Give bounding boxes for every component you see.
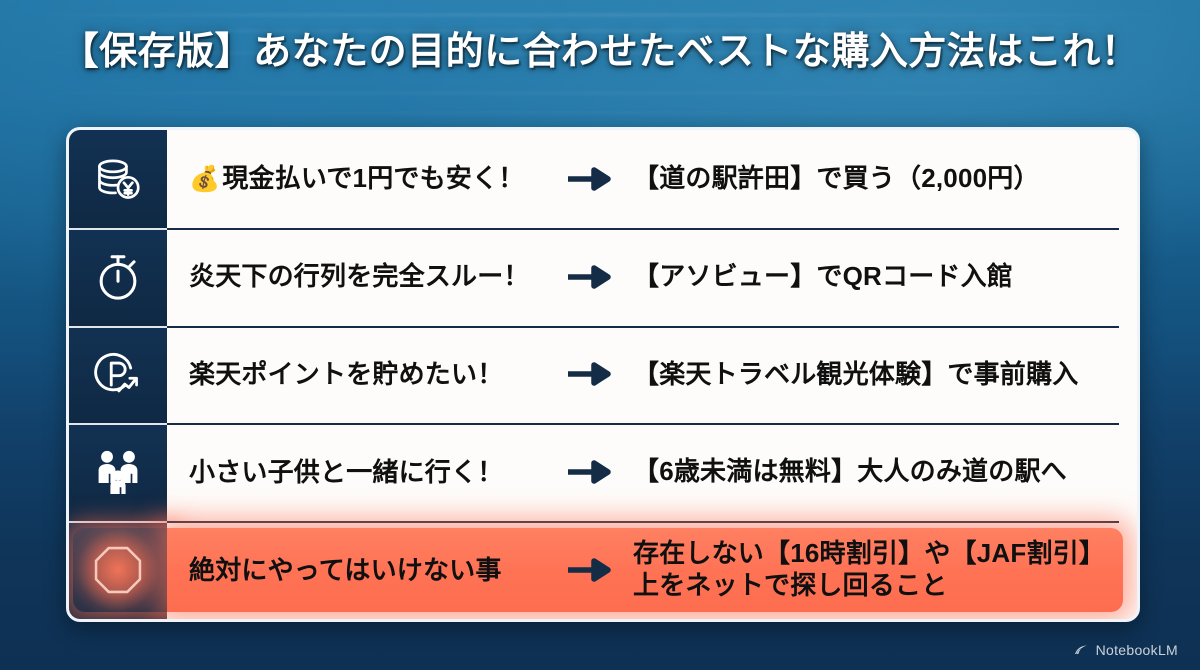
row-icon-cell: [69, 325, 167, 424]
row-goal-text: 小さい子供と一緒に行く！: [189, 457, 504, 488]
row-goal-text: 絶対にやってはいけない事: [189, 554, 502, 585]
row-answer-text: 【6歳未満は無料】大人のみ道の駅へ: [633, 456, 1067, 487]
table-row: 楽天ポイントを貯めたい！ 【楽天トラベル観光体験】で事前購入: [69, 325, 1137, 424]
page-title: 【保存版】あなたの目的に合わせたベストな購入方法はこれ！: [60, 31, 1140, 73]
row-answer-text: 【楽天トラベル観光体験】で事前購入: [633, 358, 1079, 389]
row-arrow: [547, 264, 633, 290]
row-icon-cell: [69, 521, 171, 619]
table-row: 💰現金払いで1円でも安く！ 【道の駅許田】で買う（2,000円）: [69, 130, 1137, 228]
row-answer-text: 存在しない【16時割引】や【JAF割引】上をネットで探し回ること: [633, 538, 1106, 601]
row-arrow: [547, 557, 633, 583]
row-answer-text: 【アソビュー】でQRコード入館: [633, 260, 1014, 291]
table-row: 小さい子供と一緒に行く！ 【6歳未満は無料】大人のみ道の駅へ: [69, 423, 1137, 522]
row-arrow: [547, 459, 633, 485]
row-icon-cell: [69, 227, 167, 326]
row-goal-text: 楽天ポイントを貯めたい！: [189, 359, 504, 390]
table-row-warning: 絶対にやってはいけない事 存在しない【16時割引】や【JAF割引】上をネットで探…: [69, 521, 1137, 619]
watermark-label: NotebookLM: [1095, 642, 1178, 658]
highlight-bar: [167, 528, 1123, 612]
stop-octagon-icon: [91, 543, 145, 597]
arrow-right-icon: [568, 167, 611, 191]
stopwatch-icon: [91, 250, 145, 304]
row-icon-cell: [69, 130, 167, 228]
family-icon: [91, 445, 145, 499]
table-row: 炎天下の行列を完全スルー！ 【アソビュー】でQRコード入館: [69, 227, 1137, 326]
row-arrow: [547, 166, 633, 192]
row-body-cell: 💰現金払いで1円でも安く！ 【道の駅許田】で買う（2,000円）: [167, 130, 1137, 228]
water-ripple-decoration: [0, 14, 1200, 16]
row-answer-text: 【道の駅許田】で買う（2,000円）: [633, 163, 1040, 193]
row-body-cell: 絶対にやってはいけない事 存在しない【16時割引】や【JAF割引】上をネットで探…: [167, 521, 1137, 619]
notebooklm-logo-icon: [1074, 645, 1087, 655]
arrow-right-icon: [568, 460, 611, 485]
point-chart-icon: [91, 347, 145, 401]
row-goal-text: 炎天下の行列を完全スルー！: [189, 261, 530, 292]
row-body-cell: 炎天下の行列を完全スルー！ 【アソビュー】でQRコード入館: [167, 227, 1137, 326]
money-bag-emoji: 💰: [189, 165, 221, 194]
arrow-right-icon: [568, 558, 611, 582]
arrow-right-icon: [568, 362, 611, 387]
row-arrow: [547, 361, 633, 387]
row-goal-text: 💰現金払いで1円でも安く！: [189, 163, 525, 194]
comparison-table-card: 💰現金払いで1円でも安く！ 【道の駅許田】で買う（2,000円）: [66, 127, 1140, 622]
water-ripple-decoration: [0, 92, 1200, 94]
row-body-cell: 小さい子供と一緒に行く！ 【6歳未満は無料】大人のみ道の駅へ: [167, 423, 1137, 522]
notebooklm-watermark: NotebookLM: [1073, 642, 1178, 658]
coin-stack-yen-icon: [91, 152, 145, 206]
arrow-right-icon: [568, 264, 611, 289]
water-ripple-decoration: [0, 112, 1200, 114]
row-icon-cell: [69, 423, 167, 522]
row-body-cell: 楽天ポイントを貯めたい！ 【楽天トラベル観光体験】で事前購入: [167, 325, 1137, 424]
